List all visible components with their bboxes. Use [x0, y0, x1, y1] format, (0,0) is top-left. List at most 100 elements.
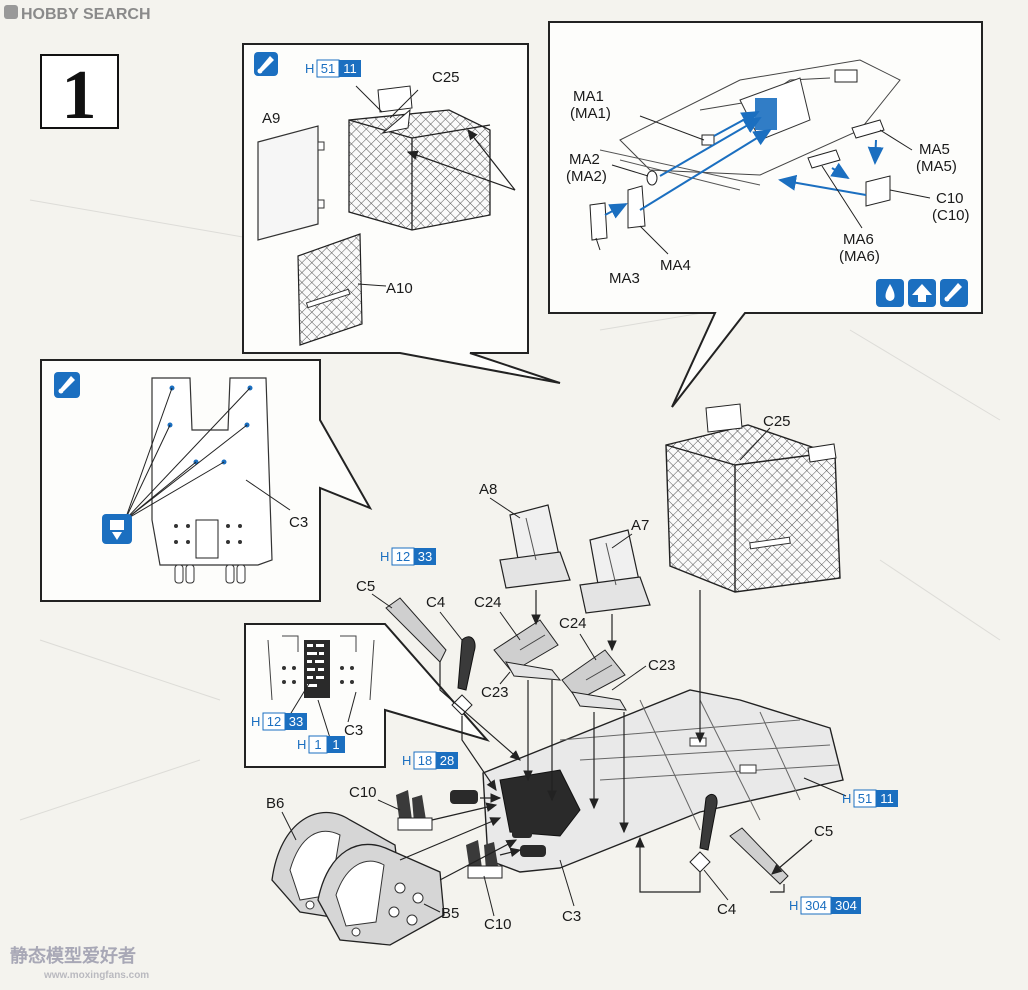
label-ma2: MA2: [569, 151, 600, 168]
part-c5-left: [385, 597, 447, 663]
color-ref-code-b: 304: [835, 898, 857, 913]
part-c4-left: [451, 636, 476, 716]
label-c23-left: C23: [481, 684, 509, 701]
part-c5-right: [729, 827, 789, 885]
label-c23-right: C23: [648, 657, 676, 674]
color-ref-chip: H 12 33: [251, 712, 307, 731]
color-ref-code-b: 11: [880, 791, 894, 806]
watermark-top-text: HOBBY SEARCH: [21, 6, 151, 23]
color-ref-box-b: [876, 790, 898, 807]
part-c4-right: [689, 793, 718, 873]
label-ma4: MA4: [660, 257, 691, 274]
label-b6: B6: [266, 795, 284, 812]
label-c10-top: C10: [936, 190, 964, 207]
part-c10-left: [396, 790, 433, 831]
floor-c3: [450, 689, 844, 873]
paint-brush-icon: [254, 52, 278, 76]
color-ref-prefix: H: [402, 753, 411, 768]
label-c5-left: C5: [356, 578, 375, 595]
label-c4-right: C4: [717, 901, 736, 918]
label-c24-left: C24: [474, 594, 502, 611]
label-ma5-paren: (MA5): [916, 158, 957, 175]
seat-a7: [579, 529, 651, 614]
color-ref-chip: H 51 11: [305, 59, 361, 78]
color-ref-code-b: 33: [418, 549, 432, 564]
color-ref-prefix: H: [842, 791, 851, 806]
color-ref-chip: H 51 11: [842, 789, 898, 808]
watermark-top: HOBBY SEARCH: [4, 5, 151, 23]
part-b5: [317, 843, 445, 946]
step-number-box: [40, 54, 119, 129]
color-ref-chip: H 304 304: [789, 896, 861, 915]
color-ref-prefix: H: [380, 549, 389, 564]
label-a9: A9: [262, 110, 280, 127]
label-c4-left: C4: [426, 594, 445, 611]
part-c10-bottom: [466, 840, 503, 879]
label-c10-bottom: C10: [484, 916, 512, 933]
color-ref-box-b: [436, 752, 458, 769]
paint-brush-icon: [54, 372, 80, 398]
label-c10-paren: (C10): [932, 207, 970, 224]
color-ref-code-b: 28: [440, 753, 454, 768]
color-ref-box-b: [327, 736, 345, 753]
label-c24-right: C24: [559, 615, 587, 632]
up-arrow-icon: [908, 279, 936, 307]
color-ref-prefix: H: [297, 737, 306, 752]
part-c25: [665, 403, 841, 593]
color-ref-prefix: H: [789, 898, 798, 913]
label-c3-inset: C3: [289, 514, 308, 531]
label-c25-top: C25: [432, 69, 460, 86]
label-c3-decal: C3: [344, 722, 363, 739]
seat-base-right: [561, 649, 627, 711]
callout-decal-inset: [244, 623, 491, 768]
watermark-bottom: 静态模型爱好者 www.moxingfans.com: [10, 945, 149, 981]
drop-icon: [876, 279, 904, 307]
color-ref-code-b: 33: [289, 714, 303, 729]
drill-hole-icon: [102, 514, 132, 544]
label-a10: A10: [386, 280, 413, 297]
color-ref-box-b: [831, 897, 861, 914]
label-a8: A8: [479, 481, 497, 498]
watermark-bottom-text: 静态模型爱好者: [10, 945, 136, 966]
color-ref-code-a: 12: [267, 714, 281, 729]
color-ref-code-a: 1: [314, 737, 321, 752]
color-ref-code-a: 51: [321, 61, 335, 76]
label-ma3: MA3: [609, 270, 640, 287]
color-ref-box-b: [285, 713, 307, 730]
callout-ma-inset: [548, 21, 983, 408]
callout-c3-drill: [40, 359, 373, 602]
label-c25-main: C25: [763, 413, 791, 430]
color-ref-code-b: 11: [343, 61, 357, 76]
label-c5-right: C5: [814, 823, 833, 840]
color-ref-code-a: 18: [418, 753, 432, 768]
color-ref-chip: H 12 33: [380, 547, 436, 566]
label-a7: A7: [631, 517, 649, 534]
label-ma2-paren: (MA2): [566, 168, 607, 185]
color-ref-box-b: [414, 548, 436, 565]
color-ref-prefix: H: [251, 714, 260, 729]
label-ma6: MA6: [843, 231, 874, 248]
paint-brush-icon: [940, 279, 968, 307]
label-ma6-paren: (MA6): [839, 248, 880, 265]
label-ma1-paren: (MA1): [570, 105, 611, 122]
label-c10-left: C10: [349, 784, 377, 801]
seat-base-left: [493, 619, 562, 681]
step-number: 1: [62, 57, 97, 134]
label-ma1: MA1: [573, 88, 604, 105]
label-c3-main: C3: [562, 908, 581, 925]
seat-a8: [499, 504, 571, 589]
callout-c25-inset: [242, 43, 561, 384]
color-ref-chip: H 18 28: [402, 751, 458, 770]
watermark-bottom-url: www.moxingfans.com: [43, 970, 149, 981]
label-ma5: MA5: [919, 141, 950, 158]
color-ref-code-a: 12: [396, 549, 410, 564]
color-ref-box-b: [339, 60, 361, 77]
color-ref-code-a: 51: [858, 791, 872, 806]
color-ref-code-a: 304: [805, 898, 827, 913]
label-b5: B5: [441, 905, 459, 922]
color-ref-prefix: H: [305, 61, 314, 76]
